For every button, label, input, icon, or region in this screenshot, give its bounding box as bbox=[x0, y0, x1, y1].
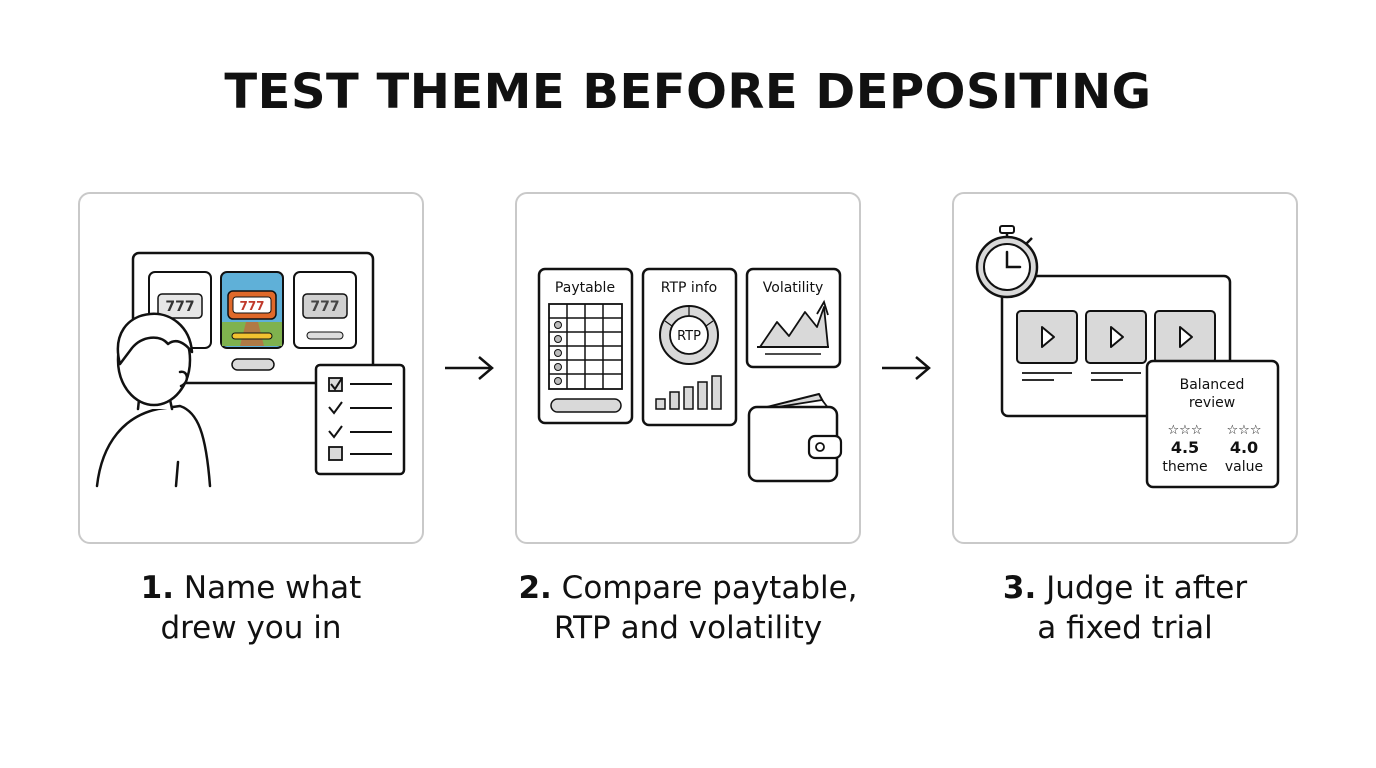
rtp-info-card: RTP info RTP bbox=[641, 267, 738, 427]
person-illustration bbox=[95, 312, 212, 488]
svg-text:777: 777 bbox=[310, 299, 339, 315]
video-thumbnail-2 bbox=[1085, 310, 1147, 381]
paytable-label: Paytable bbox=[555, 280, 615, 296]
step-1-illustration-panel: 777 777 777 bbox=[78, 192, 424, 544]
value-label: value bbox=[1225, 459, 1263, 475]
volatility-label: Volatility bbox=[763, 280, 823, 296]
video-thumbnail-1 bbox=[1016, 310, 1078, 381]
svg-text:review: review bbox=[1189, 395, 1235, 411]
step-number: 2. bbox=[518, 570, 552, 606]
step-3-illustration-panel: Balanced review ☆☆☆ ☆☆☆ 4.5 4.0 theme va… bbox=[952, 192, 1298, 544]
arrow-right-icon bbox=[445, 356, 494, 380]
page-title: TEST THEME BEFORE DEPOSITING bbox=[224, 64, 1152, 120]
rtp-gauge-label: RTP bbox=[677, 329, 701, 344]
svg-text:777: 777 bbox=[165, 299, 194, 315]
paytable-card: Paytable bbox=[537, 267, 634, 425]
review-card: Balanced review ☆☆☆ ☆☆☆ 4.5 4.0 theme va… bbox=[1145, 359, 1280, 489]
stopwatch-icon bbox=[975, 225, 1039, 299]
svg-text:Balanced: Balanced bbox=[1180, 377, 1245, 393]
volatility-card: Volatility bbox=[745, 267, 842, 369]
svg-text:777: 777 bbox=[239, 299, 264, 313]
theme-stars-icon: ☆☆☆ bbox=[1168, 423, 1203, 438]
theme-label: theme bbox=[1162, 459, 1207, 475]
video-thumbnail-3 bbox=[1154, 310, 1216, 364]
rtp-info-label: RTP info bbox=[661, 280, 717, 296]
monitor-button bbox=[231, 358, 275, 371]
checklist-card bbox=[314, 363, 406, 476]
wallet-icon bbox=[747, 393, 843, 483]
slot-game-card-right: 777 bbox=[293, 271, 357, 349]
step-2-caption: 2. Compare paytable, RTP and volatility bbox=[518, 570, 858, 646]
step-1-caption: 1. Name what drew you in bbox=[140, 570, 362, 646]
step-number: 1. bbox=[140, 570, 175, 606]
arrow-right-icon bbox=[882, 356, 931, 380]
step-number: 3. bbox=[1002, 570, 1037, 606]
step-2-illustration-panel: Paytable RTP info RTP bbox=[515, 192, 861, 544]
value-stars-icon: ☆☆☆ bbox=[1227, 423, 1262, 438]
value-score: 4.0 bbox=[1230, 438, 1258, 457]
step-3-caption: 3. Judge it after a fixed trial bbox=[1002, 570, 1248, 646]
slot-game-card-featured: 777 bbox=[220, 271, 284, 349]
theme-score: 4.5 bbox=[1171, 438, 1199, 457]
